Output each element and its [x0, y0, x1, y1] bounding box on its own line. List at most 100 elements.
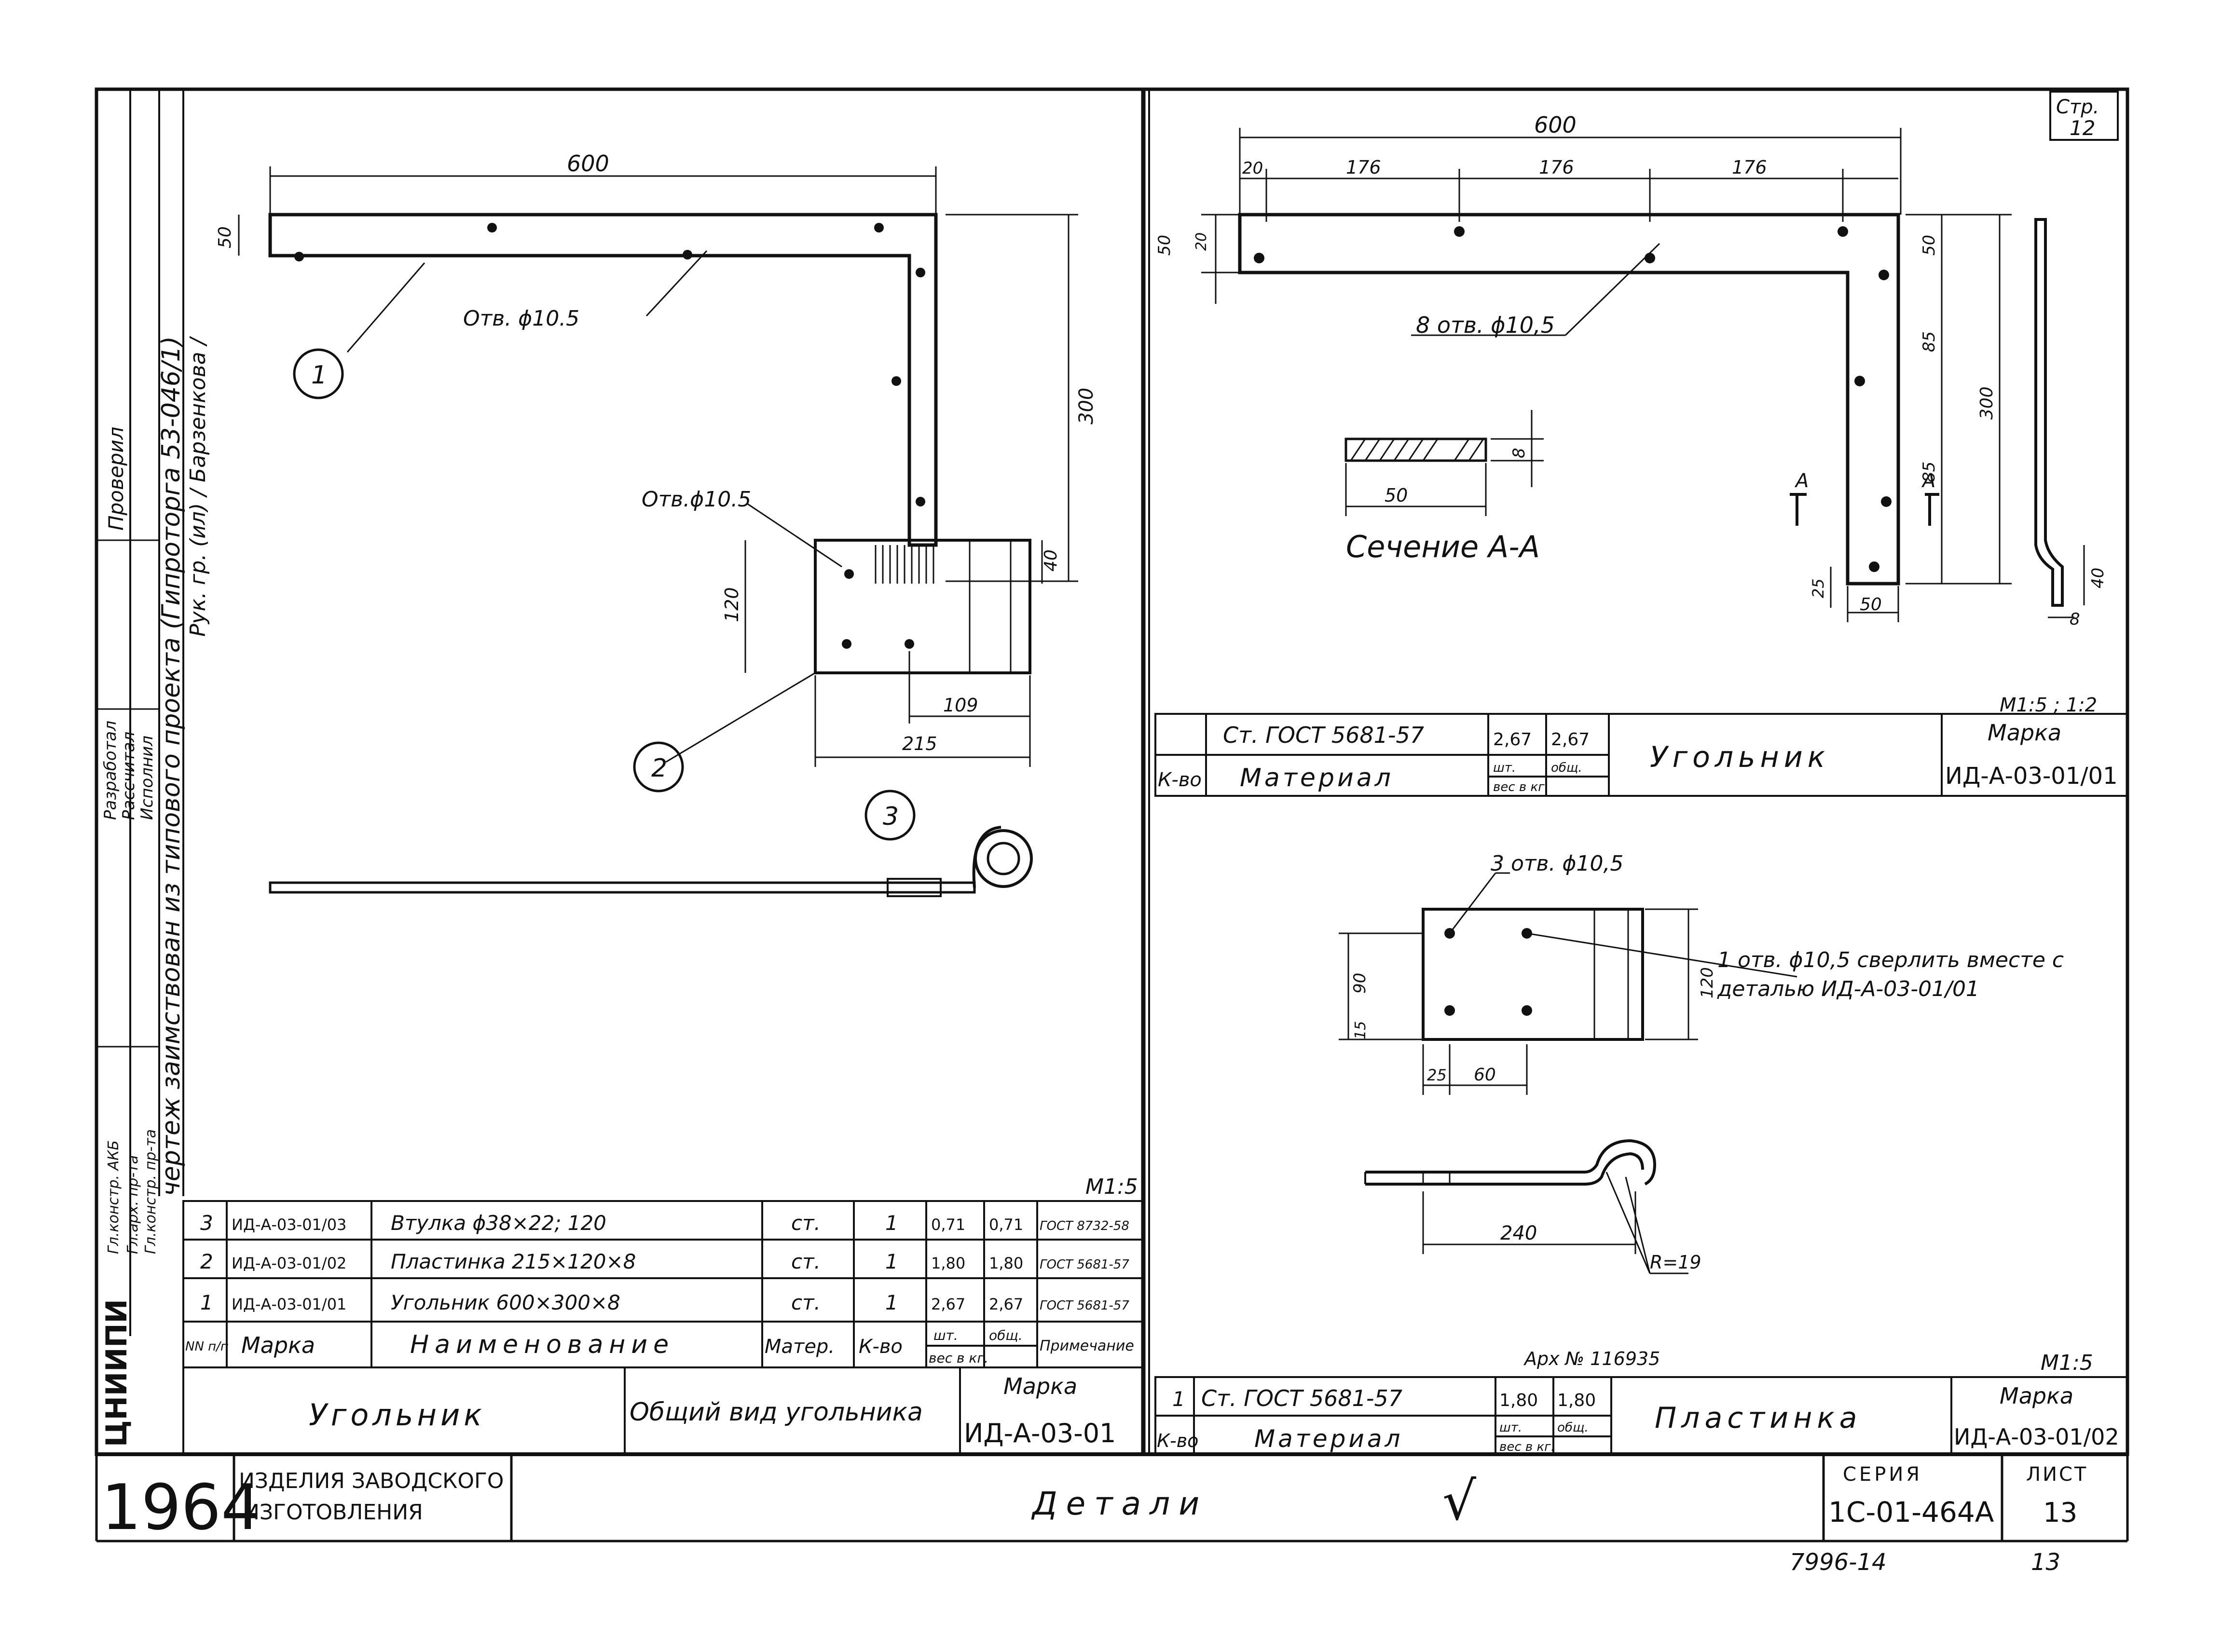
plate-title-w-label-c: вес в кг.: [1499, 1440, 1555, 1454]
hole-label-8: 8 отв. ϕ10,5: [1416, 312, 1555, 338]
angle-title-mark: ИД-А-03-01/01: [1945, 763, 2118, 790]
role-chief-3: Гл.констр. пр-та: [142, 1129, 159, 1254]
bom-row-3-w-unit: 0,71: [931, 1215, 965, 1234]
section-title: Сечение А-А: [1346, 529, 1540, 564]
section-thick-8: 8: [1509, 448, 1529, 458]
plate-title-mark: ИД-А-03-01/02: [1954, 1424, 2119, 1450]
dim-20: 20: [1242, 159, 1263, 178]
svg-text:1: 1: [311, 361, 327, 390]
bom-row-2-qty: 1: [885, 1250, 898, 1273]
plate-detail-drawing: 3 отв. ϕ10,5 1 отв. ϕ10,5 сверлить вмест…: [1339, 851, 2093, 1375]
left-title-name: Угольник: [309, 1397, 486, 1433]
bom-header-note: Примечание: [1040, 1338, 1134, 1354]
hole-label-angle: Отв. ϕ10.5: [463, 306, 579, 331]
plate-side-view: [1364, 1139, 1657, 1186]
stamp-series: 1С-01-464А: [1828, 1496, 1994, 1529]
svg-text:3: 3: [883, 802, 899, 831]
plate-title-block: 1 Ст. ГОСТ 5681-57 1,80 1,80 К-во Матери…: [1154, 1376, 2128, 1455]
bom-header-qty: К-во: [859, 1336, 903, 1358]
bom-row-3-pos: 3: [200, 1211, 213, 1235]
dim-176-b: 176: [1539, 157, 1574, 178]
svg-text:2: 2: [651, 754, 667, 783]
bom-header-mark: Марка: [241, 1332, 315, 1358]
dim-176-c: 176: [1732, 157, 1767, 178]
bom-row-3-name: Втулка ϕ38×22; 120: [391, 1211, 606, 1235]
bom-header-material: Матер.: [765, 1336, 835, 1358]
plate-drill-note-1: 1 отв. ϕ10,5 сверлить вместе с: [1717, 948, 2064, 972]
section-marker-right: А: [1921, 470, 1935, 492]
role-checked: Проверил: [104, 427, 128, 531]
footer: 7996-14 13: [1790, 1549, 2060, 1576]
bom-table: 3 ИД-А-03-01/03 Втулка ϕ38×22; 120 ст. 1…: [182, 1200, 1144, 1368]
stamp-title: Детали: [1031, 1485, 1208, 1522]
plate-title-qty: 1: [1172, 1387, 1185, 1411]
angle-title-qty-label: К-во: [1158, 769, 1202, 791]
bom-row-2-name: Пластинка 215×120×8: [391, 1250, 636, 1273]
bom-row-2-w-total: 1,80: [989, 1254, 1023, 1272]
role-chief-2: Гл.арх. пр-та: [124, 1155, 141, 1254]
dim-end-50: 50: [215, 226, 235, 248]
angle-title-w-total: 2,67: [1551, 730, 1590, 750]
dim-40-profile: 40: [2088, 568, 2108, 588]
bom-row-1-pos: 1: [200, 1291, 213, 1314]
stamp-series-label: СЕРИЯ: [1843, 1463, 1922, 1486]
bom-row-1-w-unit: 2,67: [931, 1295, 965, 1313]
angle-title-block: Ст. ГОСТ 5681-57 2,67 2,67 К-во Материал…: [1154, 713, 2128, 797]
left-margin: чертеж заимствован из типового проекта (…: [96, 89, 210, 1447]
dim-85-b: 85: [1920, 462, 1939, 482]
role-chief-1: Гл.констр. АКБ: [105, 1140, 122, 1254]
bom-row-3-note: ГОСТ 8732-58: [1040, 1219, 1129, 1233]
section-marker-left: А: [1794, 470, 1809, 492]
angle-title-material: Ст. ГОСТ 5681-57: [1223, 722, 1424, 748]
bom-header-name: Наименование: [410, 1330, 674, 1359]
role-executed: Исполнил: [137, 736, 157, 820]
footer-sheet: 13: [2031, 1549, 2060, 1576]
bom-header-w-total: общ.: [989, 1327, 1023, 1343]
dim-plate-215: 215: [902, 733, 937, 754]
stamp-category-2: ИЗГОТОВЛЕНИЯ: [244, 1500, 423, 1525]
plate-title-qty-label: К-во: [1157, 1430, 1198, 1451]
hole-markers: [294, 223, 925, 649]
right-top-scale: М1:5 ; 1:2: [2000, 694, 2097, 716]
angle-detail-drawing: 600 20 176 176 176 50 20 50 85 85 300 25…: [1155, 112, 2108, 716]
plate-dim-r19: R=19: [1650, 1252, 1701, 1273]
bom-row-2-note: ГОСТ 5681-57: [1040, 1257, 1129, 1272]
page-number-box: Стр. 12: [2049, 91, 2119, 141]
plate-dim-25: 25: [1427, 1066, 1447, 1084]
dim-85-a: 85: [1920, 331, 1939, 352]
bom-row-1-qty: 1: [885, 1291, 898, 1314]
bom-header-w-unit: шт.: [933, 1327, 958, 1343]
plate-hole-label: 3 отв. ϕ10,5: [1491, 851, 1623, 876]
plate-dim-240: 240: [1500, 1222, 1537, 1244]
dim-50-right: 50: [1920, 235, 1939, 256]
bom-row-2-w-unit: 1,80: [931, 1254, 965, 1272]
bom-row-2-mark: ИД-А-03-01/02: [232, 1254, 346, 1272]
angle-side-profile: [2034, 218, 2085, 618]
bom-row-1-mark: ИД-А-03-01/01: [232, 1295, 346, 1313]
dim-300: 300: [1977, 386, 1997, 420]
callout-1: 1: [293, 348, 344, 399]
angle-side-view: [269, 826, 1033, 897]
dim-50-left: 50: [1155, 235, 1174, 256]
margin-note-2: Рук. гр. (ил) / Барзенкова /: [186, 336, 210, 637]
right-bottom-scale: М1:5: [2041, 1351, 2093, 1375]
plate-title-w-label-a: шт.: [1499, 1420, 1522, 1435]
angle-title-w-unit: 2,67: [1493, 730, 1532, 750]
plate-title-name: Пластинка: [1655, 1401, 1862, 1435]
bom-header-weight: вес в кг.: [929, 1350, 988, 1366]
stamp-year: 1964: [101, 1471, 261, 1544]
stamp-sheet: 13: [2043, 1497, 2077, 1529]
plate-title-material-label: Материал: [1254, 1425, 1403, 1453]
bom-row-1-note: ГОСТ 5681-57: [1040, 1298, 1129, 1313]
plate-title-w-total: 1,80: [1557, 1391, 1596, 1410]
callout-3: 3: [864, 790, 916, 841]
angle-assembly-plan: 600 300 50 40 120 215 109 Отв. ϕ10.5 Отв…: [215, 150, 1138, 1199]
left-title-mark: ИД-А-03-01: [964, 1418, 1116, 1448]
angle-title-material-label: Материал: [1240, 764, 1394, 792]
dim-plate-120: 120: [721, 587, 742, 622]
left-title-subtitle: Общий вид угольника: [630, 1398, 923, 1427]
left-scale: М1:5: [1085, 1174, 1138, 1199]
plate-title-material: Ст. ГОСТ 5681-57: [1201, 1385, 1402, 1411]
angle-title-mark-label: Марка: [1988, 720, 2061, 746]
